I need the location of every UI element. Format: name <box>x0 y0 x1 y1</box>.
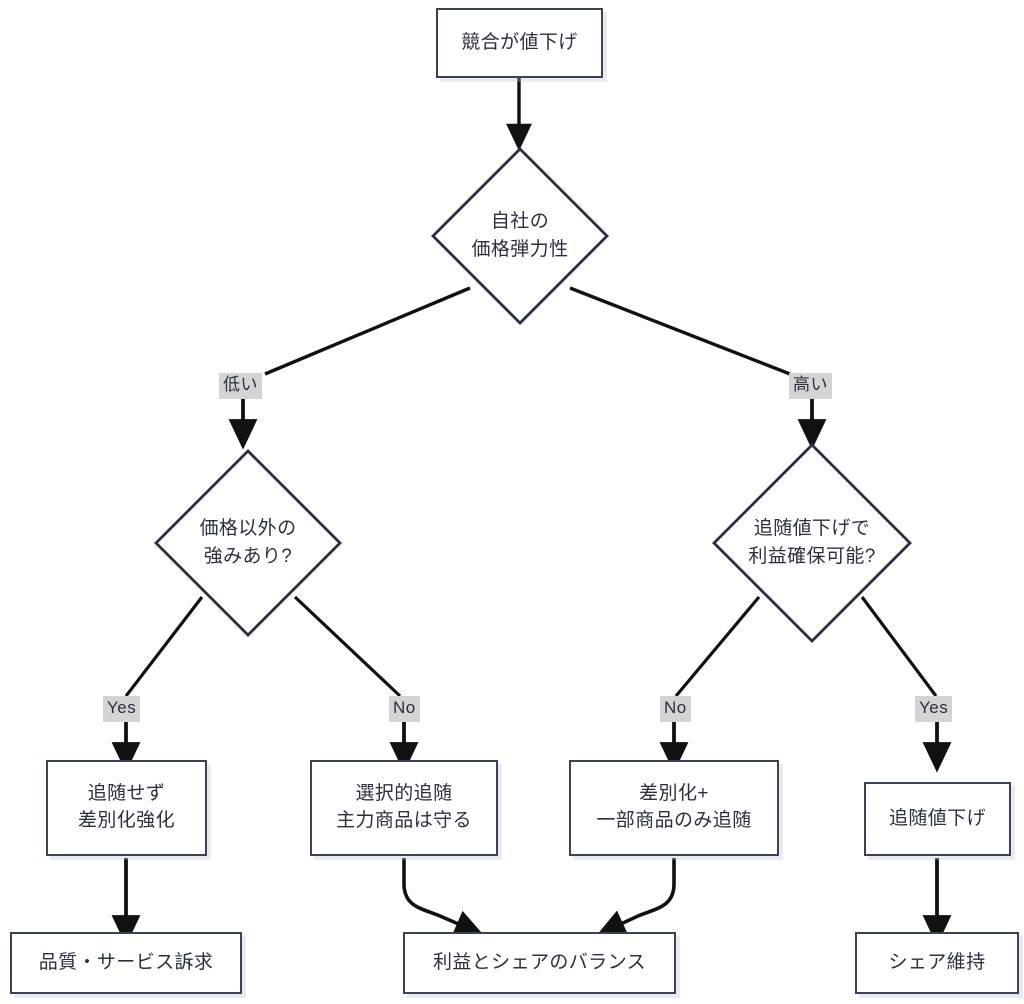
node-share-maintain-text: シェア維持 <box>888 951 986 973</box>
edge-profit-no <box>674 595 761 698</box>
node-selective[interactable]: 選択的追随 主力商品は守る <box>310 760 498 856</box>
node-no-follow-text: 追随せず 差別化強化 <box>77 783 175 831</box>
diamond-shape-strength <box>154 449 342 637</box>
node-strength-text: 価格以外の 強みあり? <box>199 518 297 567</box>
edge-label-strength-yes: Yes <box>103 696 141 722</box>
edge-label-profit-yes: Yes <box>915 696 953 722</box>
edge-selective-to-balance <box>402 858 484 936</box>
node-start[interactable]: 競合が値下げ <box>436 8 603 78</box>
edge-strength-no <box>293 595 402 698</box>
node-strength[interactable]: 価格以外の 強みあり? <box>151 446 345 640</box>
edge-profit-yes <box>860 596 938 697</box>
edge-elasticity-high <box>569 286 791 376</box>
edge-label-high: 高い <box>789 373 832 399</box>
node-elasticity-text: 自社の 価格弾力性 <box>471 211 569 260</box>
node-profit-share-balance-text: 利益とシェアのバランス <box>432 951 647 973</box>
edge-partial-to-balance <box>596 858 676 936</box>
node-share-maintain[interactable]: シェア維持 <box>855 932 1019 994</box>
node-profit[interactable]: 追随値下げで 利益確保可能? <box>709 440 915 646</box>
node-profit-share-balance[interactable]: 利益とシェアのバランス <box>403 932 676 994</box>
diamond-shape-elasticity <box>431 147 609 325</box>
node-start-text: 競合が値下げ <box>461 31 578 53</box>
node-elasticity[interactable]: 自社の 価格弾力性 <box>428 144 612 328</box>
node-partial-follow[interactable]: 差別化+ 一部商品のみ追随 <box>569 760 779 856</box>
node-selective-text: 選択的追随 主力商品は守る <box>336 783 472 831</box>
node-quality-appeal[interactable]: 品質・サービス訴求 <box>10 932 242 994</box>
node-follow-price-cut[interactable]: 追随値下げ <box>864 782 1011 856</box>
node-profit-text: 追随値下げで 利益確保可能? <box>748 518 876 567</box>
edge-strength-yes <box>124 596 204 697</box>
node-partial-follow-text: 差別化+ 一部商品のみ追随 <box>596 783 752 831</box>
edge-elasticity-low <box>264 286 471 376</box>
node-quality-appeal-text: 品質・サービス訴求 <box>38 951 214 973</box>
node-follow-price-cut-text: 追随値下げ <box>888 807 986 829</box>
edge-label-strength-no: No <box>389 696 420 722</box>
edge-label-low: 低い <box>219 373 262 399</box>
edge-label-profit-no: No <box>660 696 691 722</box>
node-no-follow[interactable]: 追随せず 差別化強化 <box>46 760 207 856</box>
diamond-shape-profit <box>712 443 912 643</box>
